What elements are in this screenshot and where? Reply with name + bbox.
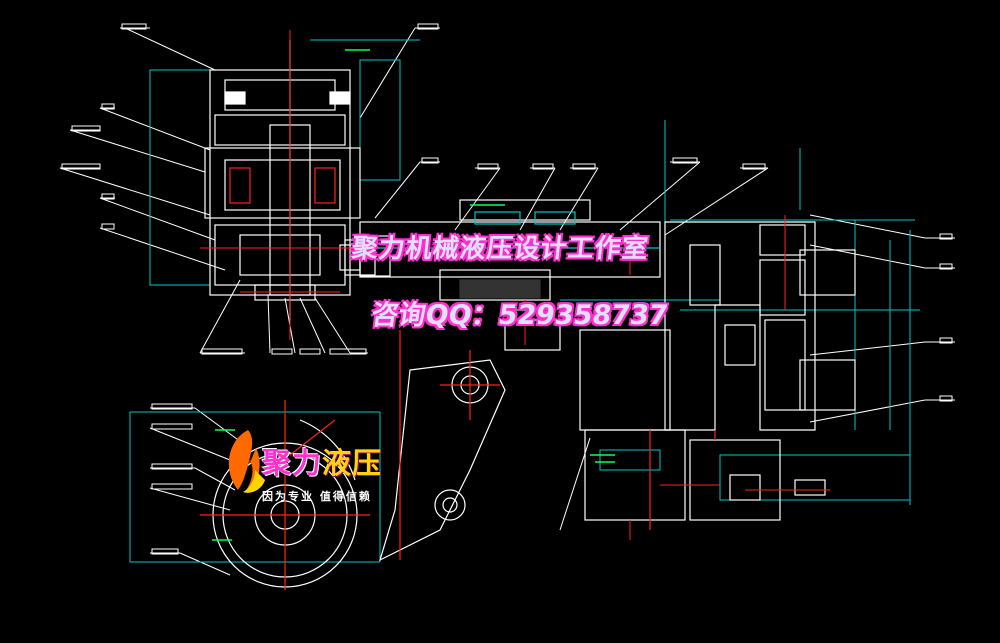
brand-logo: 聚力液压 (262, 440, 382, 482)
center-lines (200, 30, 830, 540)
label-boxes (61, 23, 953, 555)
watermark-studio-name: 聚力机械液压设计工作室 (350, 234, 651, 264)
leader-lines (59, 27, 955, 576)
right-housing (579, 221, 856, 530)
brand-slogan: 因为专业 值得信赖 (262, 490, 372, 503)
green-marks (212, 49, 615, 541)
arm-body (339, 199, 661, 351)
logo-mark (228, 430, 265, 493)
watermark-contact-qq: 咨询QQ：529358737 (369, 300, 670, 331)
brand-name-part1: 聚力 (262, 446, 323, 480)
gear-ring (200, 400, 370, 590)
link-arm (379, 330, 506, 562)
brand-name-part2: 液压 (322, 446, 383, 480)
